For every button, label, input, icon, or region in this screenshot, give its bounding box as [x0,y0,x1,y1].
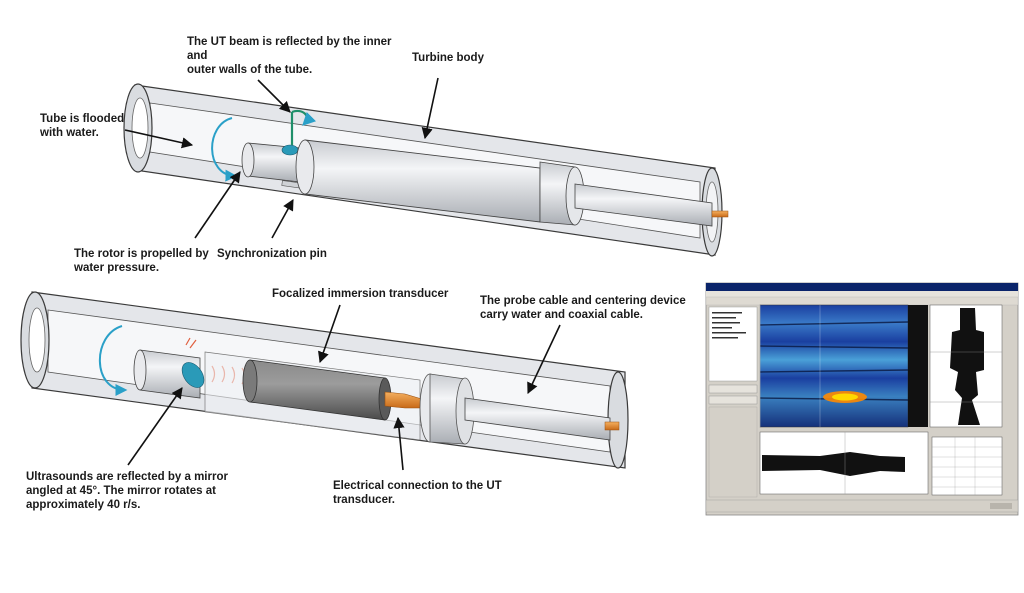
callout-arrow-icon [194,171,241,239]
rotation-arrow-icon [98,325,128,396]
profile-plot [950,308,984,425]
software-screenshot [705,282,1019,516]
label-focalized-transducer: Focalized immersion transducer [272,288,449,300]
callout-arrow-icon [421,77,439,140]
label-sync-pin: Synchronization pin [217,248,327,260]
bscan-plot [762,452,905,476]
label-rotor-propelled: The rotor is propelled by water pressure… [74,248,209,274]
label-tube-flooded: Tube is flooded with water. [40,113,125,139]
top-orange-connector [711,210,729,218]
callout-arrow-icon [527,324,561,395]
callout-arrow-icon [271,199,294,239]
scan-image [759,304,909,428]
callout-arrow-icon [318,304,341,364]
callout-arrow-icon [124,129,194,149]
label-turbine-body: Turbine body [412,52,484,64]
callout-arrow-icon [257,79,291,113]
top-mirror [281,144,299,156]
callout-arrow-icon [127,387,183,466]
bottom-probe-cable [464,397,611,441]
label-electrical-connection: Electrical connection to the UT transduc… [333,480,502,506]
bottom-tube-right-end [607,371,629,469]
bottom-tube-assembly [20,291,629,469]
top-probe-cable [574,183,713,227]
rotation-arrow-icon [211,117,238,182]
beam-arrow-icon [290,109,307,145]
bottom-mirror [181,362,205,388]
label-ultrasounds-reflected: Ultrasounds are reflected by a mirror an… [26,471,228,511]
callout-arrow-icon [393,416,405,471]
top-tube-assembly [123,83,729,257]
label-probe-cable: The probe cable and centering device car… [480,295,686,321]
label-beam-reflected: The UT beam is reflected by the inner an… [187,36,392,76]
